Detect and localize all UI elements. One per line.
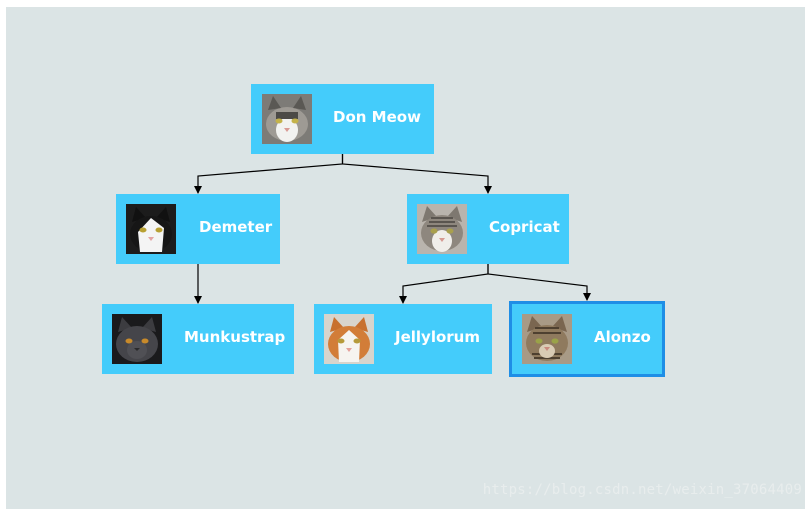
- node-munkustrap[interactable]: Munkustrap: [102, 304, 294, 374]
- node-label-copricat: Copricat: [489, 218, 560, 236]
- node-alonzo[interactable]: Alonzo: [509, 301, 665, 377]
- demeter-avatar-icon: [126, 204, 176, 254]
- node-label-demeter: Demeter: [199, 218, 273, 236]
- don-meow-avatar-icon: [262, 94, 312, 144]
- node-don-meow[interactable]: Don Meow: [251, 84, 434, 154]
- node-label-don-meow: Don Meow: [333, 108, 421, 126]
- node-jellylorum[interactable]: Jellylorum: [314, 304, 492, 374]
- alonzo-avatar-icon: [522, 314, 572, 364]
- node-copricat[interactable]: Copricat: [407, 194, 569, 264]
- node-demeter[interactable]: Demeter: [116, 194, 280, 264]
- copricat-avatar-icon: [417, 204, 467, 254]
- jellylorum-avatar-icon: [324, 314, 374, 364]
- watermark-text: https://blog.csdn.net/weixin_37064409: [482, 482, 802, 498]
- munkustrap-avatar-icon: [112, 314, 162, 364]
- node-label-munkustrap: Munkustrap: [184, 328, 286, 346]
- node-label-jellylorum: Jellylorum: [395, 328, 480, 346]
- node-label-alonzo: Alonzo: [594, 328, 651, 346]
